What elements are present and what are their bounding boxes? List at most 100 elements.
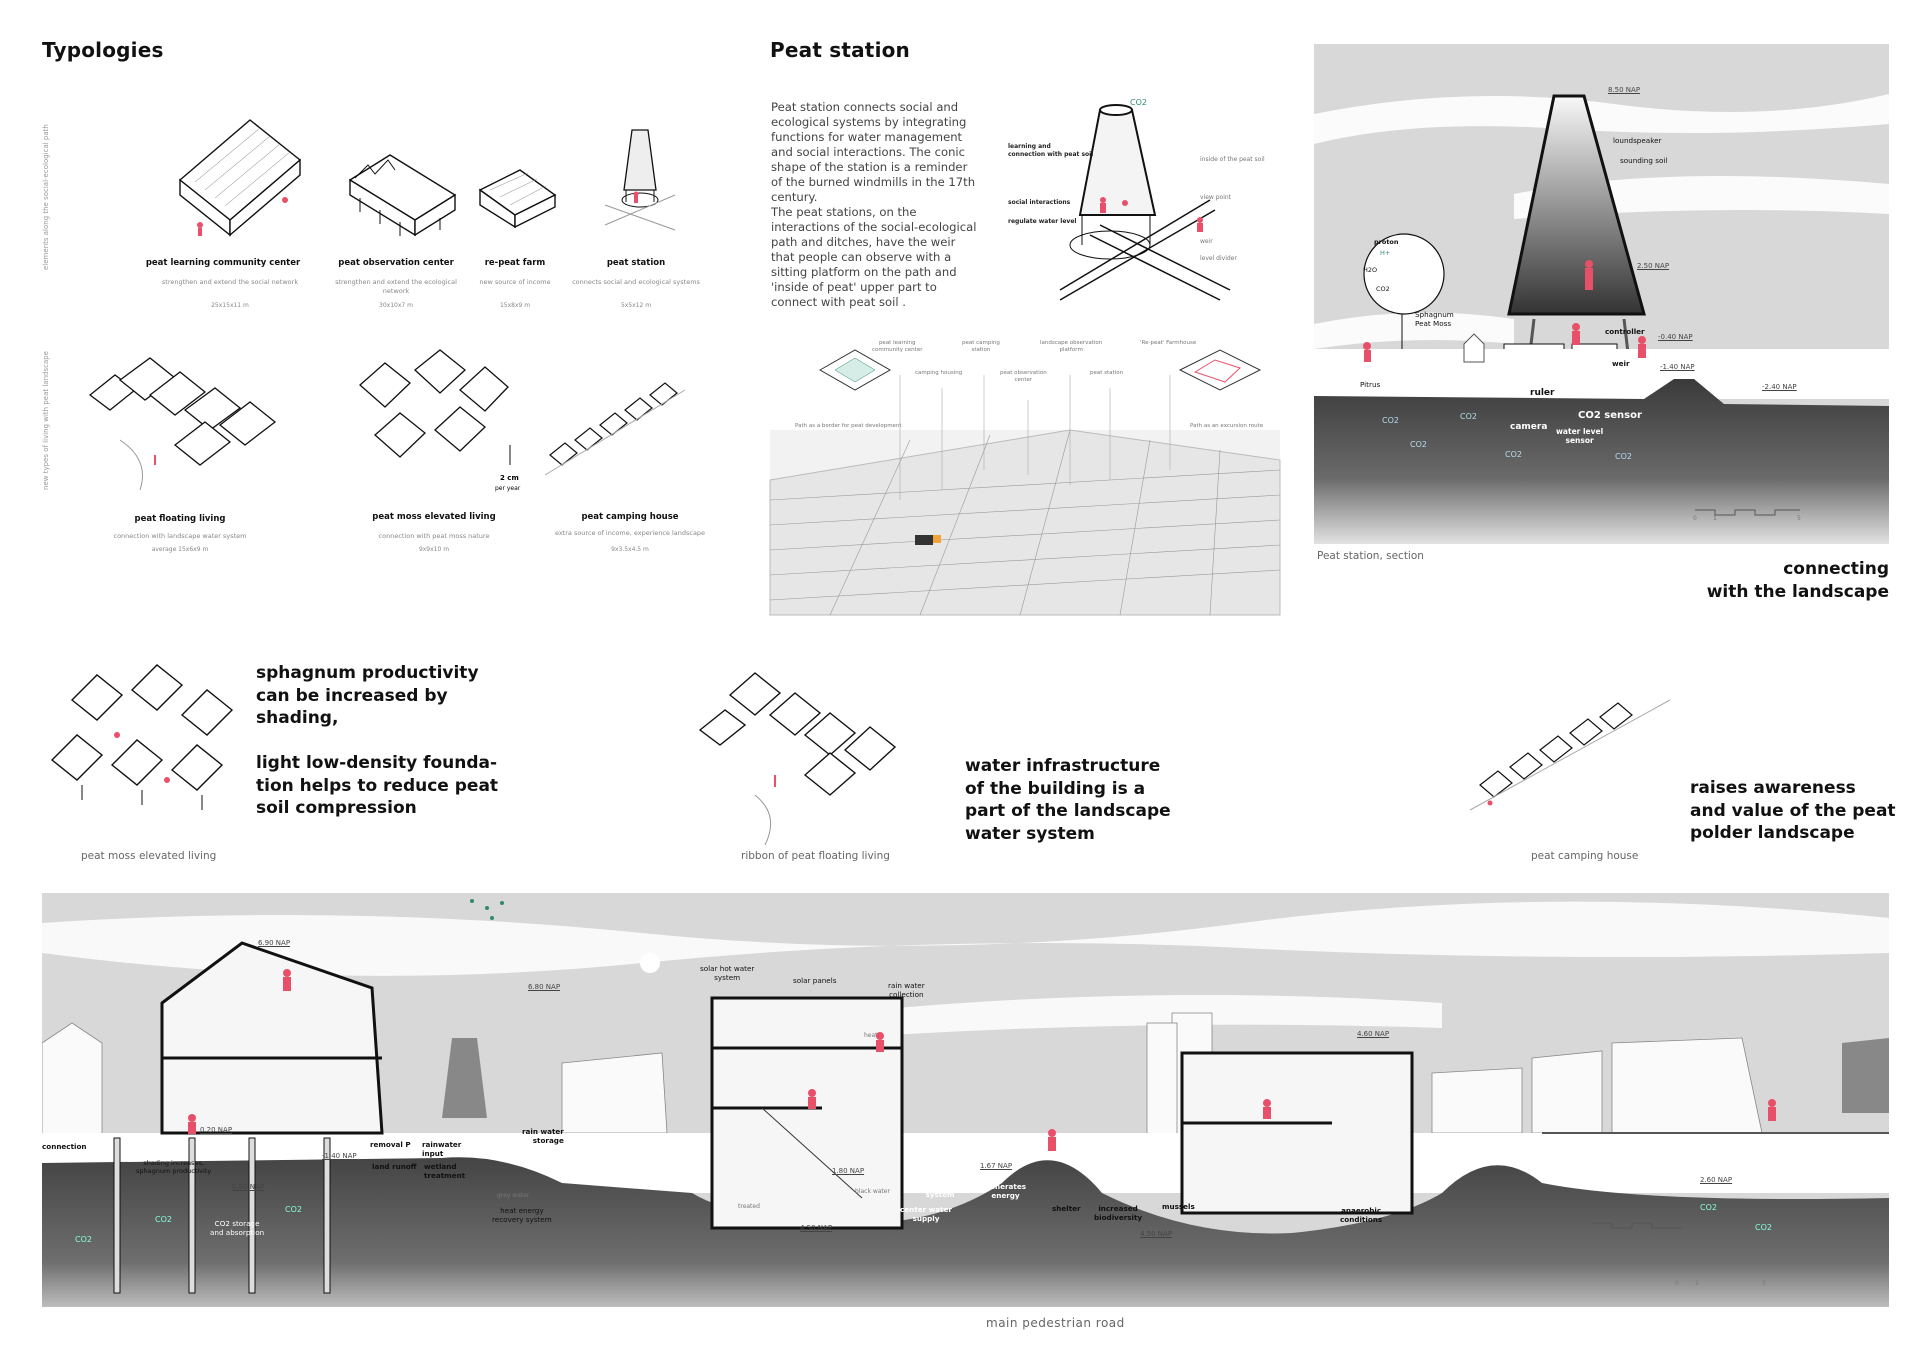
growth-note: 2 cm [500,474,519,482]
peat-station-section [1314,44,1889,544]
peat-station-description: Peat station connects social and ecologi… [771,100,981,310]
diagram-label-inside: inside of the peat soil [1200,156,1265,163]
peat-station-title: Peat station [770,38,910,62]
label-proton: proton [1374,238,1399,246]
aerial-label: peat learning community center [872,340,923,354]
label-removal-p: removal P [370,1140,411,1149]
typology-size: 25x15x11 m [211,302,249,309]
peat-moss-elevated-living-drawing: 2 cm per year [359,349,521,492]
station-section-caption: Peat station, section [1317,550,1424,562]
growth-note-2: per year [495,485,521,492]
typology-name: peat floating living [134,514,226,524]
typologies-title: Typologies [42,38,164,62]
scale-0: 0 [1675,1280,1679,1287]
label-nap-m140: -1.40 NAP [322,1152,357,1160]
label-rainwater-input: rainwater input [422,1140,462,1158]
scale-1: 1 [1695,1280,1699,1287]
moss-elevated-living-drawing [50,664,234,810]
peat-floating-living-drawing [88,357,277,491]
label-nap-060: 0.60 NAP [232,1183,265,1191]
label-nap-260: 2.60 NAP [1700,1176,1733,1184]
peat-station-drawing [604,129,676,231]
long-section-caption: main pedestrian road [986,1316,1125,1330]
diagram-label-co2: CO2 [1130,98,1147,107]
label-nap-460: 4.60 NAP [1357,1030,1390,1038]
connecting-headline: connecting with the landscape [1706,559,1889,602]
label-wetland: wetland treatment [424,1162,466,1180]
aerial-label: 'Re-peat' Farmhouse [1140,340,1197,346]
label-water-level-sensor: water level sensor [1556,427,1604,445]
diagram-label-weir: weir [1200,238,1213,245]
label-sphagnum: Sphagnum Peat Moss [1415,310,1454,328]
label-pitrus: Pitrus [1360,380,1381,389]
long-section [42,893,1889,1307]
label-biodiversity: increased biodiversity [1094,1204,1143,1222]
peat-camping-house-drawing [544,382,686,476]
label-mussels: mussels [1162,1202,1195,1211]
label-soil-co2: CO2 [1755,1223,1772,1232]
paragraph-1: Peat station connects social and ecologi… [771,100,976,204]
diagram-label-regulate: regulate water level [1008,218,1077,225]
typology-size: 15x8x9 m [499,302,531,309]
side-label-path: elements along the social-ecological pat… [42,124,50,270]
aerial-label: peat station [1090,370,1124,376]
typology-name: peat learning community center [145,258,301,268]
label-nap-450a: 4.50 NAP [800,1224,833,1232]
aerial-label: camping housing [915,370,963,376]
label-nap-680: 6.80 NAP [528,983,561,991]
label-heat: heat [864,1032,878,1039]
label-rain-storage-1: rain water storage [522,1127,564,1145]
label-nap-690: 6.90 NAP [258,939,291,947]
middle-caption-1: peat moss elevated living [81,850,217,862]
typology-desc: extra source of income, experience lands… [554,529,706,537]
label-weir: weir [1612,359,1630,368]
typology-name: peat moss elevated living [372,512,496,522]
aerial-label: landscape observation platform [1040,340,1103,354]
peat-observation-center-drawing [348,154,457,237]
typology-size: 9x9x10 m [418,546,450,553]
label-controller: controller [1605,327,1645,336]
scale-5: 5 [1762,1280,1766,1287]
label-soil-co2: CO2 [1410,440,1427,449]
middle-caption-3: peat camping house [1531,850,1639,862]
label-soil-co2: CO2 [1382,416,1399,425]
scale-1: 1 [1713,515,1717,522]
middle-headline-1: sphagnum productivity can be increased b… [256,663,499,818]
scale-0: 0 [1693,515,1697,522]
label-h2o: H2O [1363,266,1378,274]
label-nap-m240: -2.40 NAP [1762,383,1797,391]
camping-house-drawing [1469,699,1671,811]
typology-desc: new source of income [479,278,551,286]
label-nap-020: 0.20 NAP [200,1126,233,1134]
aerial-map [769,349,1281,616]
label-nap-m140: -1.40 NAP [1660,363,1695,371]
label-soil-co2: CO2 [155,1215,172,1224]
typology-name: re-peat farm [484,258,546,268]
label-soil-co2: CO2 [285,1205,302,1214]
typology-size: average 15x6x9 m [151,546,209,553]
typology-size: 30x10x7 m [379,302,413,309]
typology-desc: strengthen and extend the social network [161,278,299,286]
label-nap-850: 8.50 NAP [1608,86,1641,94]
peat-station-diagram [1059,104,1231,301]
scale-bar [1695,509,1800,516]
label-ruler: ruler [1530,388,1555,398]
aerial-right-caption: Path as an excursion route [1190,423,1264,429]
label-h-plus: H+ [1380,249,1391,257]
typology-desc: connects social and ecological systems [572,278,700,286]
floating-living-ribbon-drawing [698,672,897,846]
typology-name: peat camping house [581,512,679,522]
diagram-label-learning: learning and connection with peat soil [1008,143,1094,158]
label-shelter: shelter [1052,1204,1081,1213]
label-grey-water: grey water [497,1192,530,1199]
label-co2: CO2 [1376,285,1390,293]
label-nap-250: 2.50 NAP [1637,262,1670,270]
label-center-supply: center water supply [900,1205,952,1223]
label-solar-panels: solar panels [793,976,837,985]
diagram-label-divider: level divider [1200,255,1237,262]
label-camera: camera [1510,422,1548,432]
label-solar-hot-water: solar hot water system [700,964,755,982]
middle-headline-2: water infrastructure of the building is … [965,756,1171,844]
peat-learning-center-drawing [178,119,302,237]
scale-5: 5 [1797,515,1801,522]
